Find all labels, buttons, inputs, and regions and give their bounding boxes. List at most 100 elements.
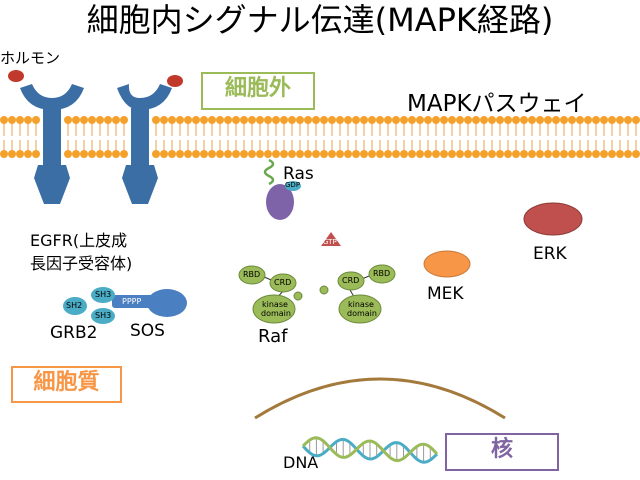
lipid-head	[584, 116, 592, 124]
lipid-head	[472, 150, 480, 158]
lipid-head	[320, 116, 328, 124]
raf-label: Raf	[258, 326, 288, 347]
lipid-head	[616, 150, 624, 158]
lipid-head	[552, 116, 560, 124]
lipid-head	[376, 150, 384, 158]
lipid-head	[464, 116, 472, 124]
lipid-head	[344, 150, 352, 158]
lipid-head	[408, 150, 416, 158]
lipid-head	[520, 150, 528, 158]
lipid-head	[264, 150, 272, 158]
lipid-head	[8, 116, 16, 124]
lipid-head	[344, 116, 352, 124]
lipid-head	[400, 116, 408, 124]
lipid-head	[496, 116, 504, 124]
lipid-head	[288, 116, 296, 124]
lipid-head	[80, 116, 88, 124]
dna-strand-1	[301, 437, 439, 464]
lipid-head	[392, 150, 400, 158]
raf-protein-right	[319, 264, 396, 324]
lipid-head	[8, 150, 16, 158]
hormone-molecule-left	[8, 70, 24, 82]
lipid-head	[608, 150, 616, 158]
lipid-head	[120, 150, 128, 158]
lipid-head	[296, 116, 304, 124]
lipid-head	[352, 150, 360, 158]
lipid-head	[488, 116, 496, 124]
lipid-head	[72, 150, 80, 158]
lipid-head	[424, 150, 432, 158]
lipid-head	[624, 116, 632, 124]
lipid-head	[456, 116, 464, 124]
raf-protein-left	[238, 265, 303, 324]
sos-linker	[112, 295, 157, 308]
lipid-head	[496, 150, 504, 158]
lipid-head	[88, 116, 96, 124]
lipid-head	[176, 116, 184, 124]
lipid-head	[456, 150, 464, 158]
lipid-head	[400, 150, 408, 158]
lipid-head	[560, 116, 568, 124]
sh3-bottom-label: SH3	[95, 311, 112, 320]
lipid-head	[584, 150, 592, 158]
lipid-head	[208, 150, 216, 158]
lipid-head	[448, 150, 456, 158]
lipid-head	[536, 150, 544, 158]
lipid-head	[440, 150, 448, 158]
lipid-head	[200, 150, 208, 158]
lipid-head	[256, 116, 264, 124]
lipid-head	[632, 150, 640, 158]
lipid-head	[152, 116, 160, 124]
lipid-head	[592, 150, 600, 158]
lipid-head	[432, 150, 440, 158]
lipid-head	[552, 150, 560, 158]
lipid-head	[280, 150, 288, 158]
lipid-head	[392, 116, 400, 124]
lipid-head	[536, 116, 544, 124]
lipid-head	[32, 116, 40, 124]
dna-label: DNA	[283, 453, 319, 472]
lipid-head	[24, 116, 32, 124]
lipid-head	[384, 150, 392, 158]
lipid-head	[248, 116, 256, 124]
lipid-head	[568, 150, 576, 158]
sh2-label: SH2	[66, 301, 83, 310]
mapk-pathway-label: MAPKパスウェイ	[407, 91, 587, 117]
lipid-head	[272, 116, 280, 124]
lipid-head	[360, 116, 368, 124]
lipid-head	[408, 116, 416, 124]
lipid-head	[104, 150, 112, 158]
lipid-head	[488, 150, 496, 158]
nucleus-box: 核	[445, 433, 559, 471]
lipid-head	[120, 116, 128, 124]
lipid-head	[504, 116, 512, 124]
lipid-head	[608, 116, 616, 124]
lipid-head	[280, 116, 288, 124]
lipid-head	[304, 150, 312, 158]
lipid-head	[384, 116, 392, 124]
lipid-head	[64, 116, 72, 124]
dna-helix	[301, 436, 439, 464]
lipid-head	[72, 116, 80, 124]
dna-strand-2	[301, 436, 439, 463]
lipid-head	[224, 116, 232, 124]
lipid-head	[480, 150, 488, 158]
lipid-head	[24, 150, 32, 158]
lipid-head	[336, 150, 344, 158]
lipid-head	[560, 150, 568, 158]
lipid-head	[96, 150, 104, 158]
lipid-head	[600, 116, 608, 124]
lipid-head	[160, 150, 168, 158]
grb2-label: GRB2	[50, 323, 98, 343]
lipid-head	[352, 116, 360, 124]
lipid-head	[240, 116, 248, 124]
raf-left-kinase-label-1: kinase	[262, 300, 288, 309]
sh3-top-label: SH3	[95, 290, 112, 299]
pppp-label: PPPP	[122, 297, 142, 306]
raf-right-kinase-label-2: domain	[347, 309, 377, 318]
erk-protein	[523, 202, 583, 236]
lipid-head	[152, 150, 160, 158]
lipid-head	[248, 150, 256, 158]
egfr-label-line2: 長因子受容体)	[30, 254, 133, 273]
